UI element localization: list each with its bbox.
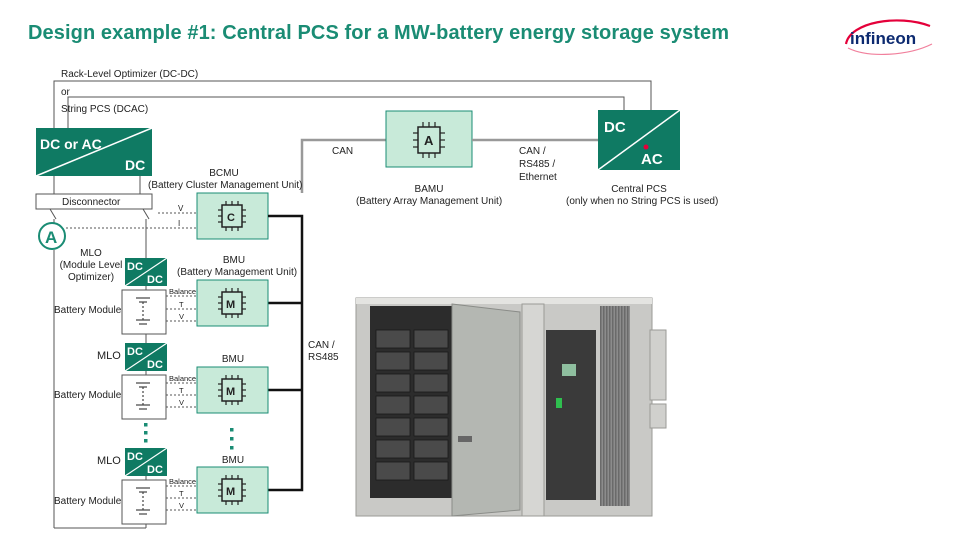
central-ac-label: AC [641,151,663,168]
container-illustration [355,297,667,517]
dc-or-ac-label: DC or AC [40,136,102,152]
mlo-label-line2: (Module Level [59,260,123,271]
can-label: CAN [332,146,353,157]
bmu-full-name: (Battery Management Unit) [177,267,298,278]
bcmu-v-label: V [178,204,184,213]
t-label-3: T [179,489,184,498]
mlo-label-line1: MLO [80,248,102,259]
mlo-label-3: MLO [97,455,121,467]
or-label: or [61,87,70,98]
can-rs485-line1: CAN / [308,340,335,351]
logo-text: infineon [850,29,916,48]
bmu-chip-2: M [196,366,269,414]
bcmu-sense-lines [66,212,196,229]
string-lines [53,219,147,529]
bmu-can-bus [268,214,304,492]
bmu-chip-1: M [196,279,269,327]
v-label-2: V [179,398,184,407]
continuation-dots-left [144,423,148,443]
mlo-converter-3: DC DC [124,447,168,477]
bamu-chip: A [385,110,473,168]
mlo-2-dc-top: DC [127,346,143,358]
ammeter-label: A [45,228,57,247]
module-group-3: DC DC Balance T V M [121,447,269,525]
mlo-label-2: MLO [97,350,121,362]
mlo-converter-1: DC DC [124,257,168,287]
bmu-chip-1-letter: M [226,299,235,311]
mlo-1-dc-top: DC [127,261,143,273]
bcmu-full-name: (Battery Cluster Management Unit) [148,180,303,191]
can-rs485-eth-line1: CAN / [519,146,546,157]
can-rs485-eth-line3: Ethernet [519,172,557,183]
string-pcs-label: String PCS (DCAC) [61,104,149,115]
battery-module-label-2: Battery Module [54,390,122,401]
infineon-logo: infineon [844,19,933,55]
bcmu-name: BCMU [209,168,239,179]
v-label-3: V [179,501,184,510]
v-label-1: V [179,312,184,321]
dc-label: DC [125,157,145,173]
module-group-2: DC DC Balance T V M [121,342,269,420]
can-line-bcmu-bamu [300,138,386,193]
can-rs485-line2: RS485 [308,352,339,363]
balance-label-1: Balance [169,287,196,296]
mlo-label-line3: Optimizer) [67,272,115,283]
battery-module-label-1: Battery Module [54,305,122,316]
mlo-2-dc-bottom: DC [147,359,163,371]
page-title: Design example #1: Central PCS for a MW-… [28,22,730,44]
mlo-1-dc-bottom: DC [147,274,163,286]
ammeter: A [38,222,66,250]
bmu-name-3: BMU [221,455,245,466]
bmu-chip-3: M [196,466,269,514]
rack-optimizer-label: Rack-Level Optimizer (DC-DC) [61,69,199,80]
balance-label-3: Balance [169,477,196,486]
central-dc-label: DC [604,119,626,136]
battery-module-label-3: Battery Module [54,496,122,507]
mlo-3-dc-bottom: DC [147,464,163,476]
can-rs485-eth-line2: RS485 / [519,159,556,170]
t-label-2: T [179,386,184,395]
mlo-3-dc-top: DC [127,451,143,463]
continuation-dots-bmu [230,428,234,450]
bcmu-chip: C [196,192,269,240]
bmu-chip-2-letter: M [226,386,235,398]
bmu-name-2: BMU [221,354,245,365]
central-pcs-name: Central PCS [611,184,667,195]
central-pcs-note: (only when no String PCS is used) [566,196,719,207]
central-pcs-converter: DC AC [597,109,681,171]
bmu-name-1: BMU [222,255,246,266]
bcmu-i-label: I [178,219,180,228]
mlo-converter-2: DC DC [124,342,168,372]
disconnector-label: Disconnector [62,197,121,208]
module-group-1: DC DC Balance T V M [121,257,269,335]
balance-label-2: Balance [169,374,196,383]
bcmu-chip-letter: C [227,212,235,224]
bamu-chip-letter: A [424,133,434,148]
bamu-full-name: (Battery Array Management Unit) [356,196,503,207]
bamu-name: BAMU [414,184,444,195]
top-power-lines [53,80,652,128]
t-label-1: T [179,300,184,309]
dc-or-ac-converter: DC or AC DC [35,127,153,177]
bmu-chip-3-letter: M [226,486,235,498]
disconnector: Disconnector [35,176,153,220]
